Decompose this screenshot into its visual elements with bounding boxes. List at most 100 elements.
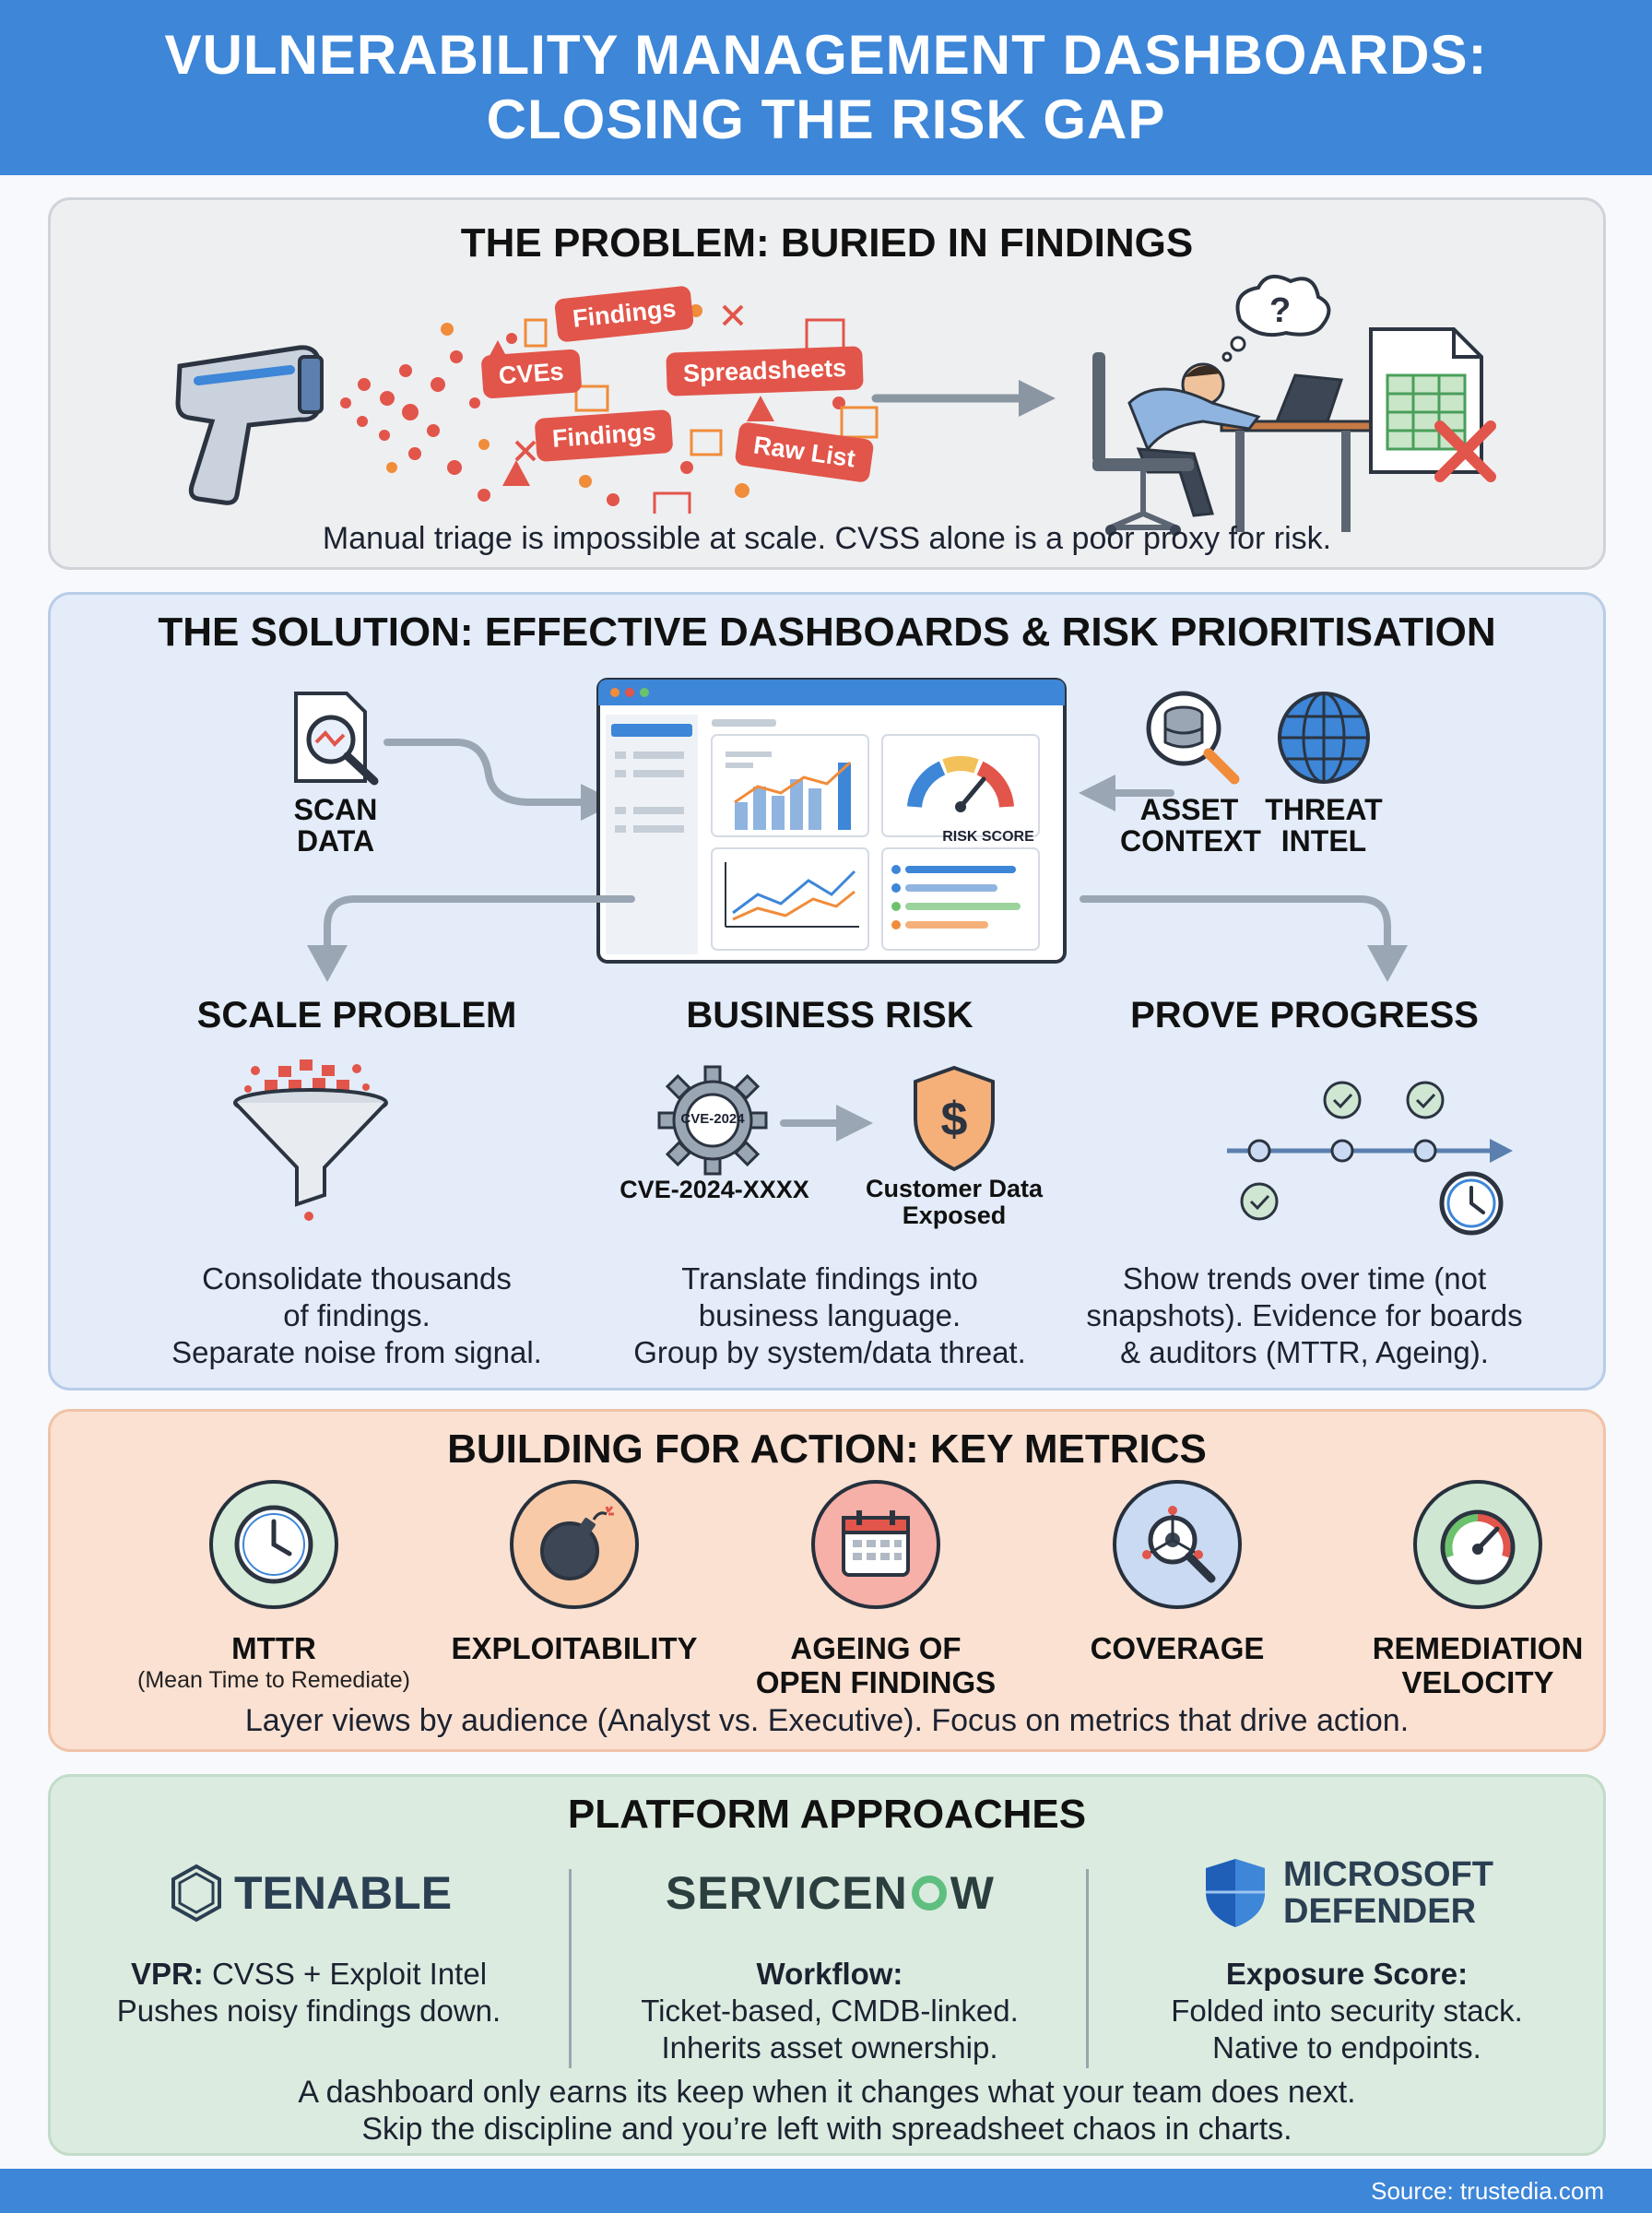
prove-progress-line3: & auditors (MTTR, Ageing). bbox=[1120, 1335, 1489, 1369]
prove-progress-text: Show trends over time (not snapshots). E… bbox=[1046, 1260, 1563, 1371]
scale-problem-title: SCALE PROBLEM bbox=[196, 995, 517, 1035]
defender-wordmark-line1: MICROSOFT bbox=[1283, 1855, 1493, 1894]
scale-problem-line3: Separate noise from signal. bbox=[171, 1335, 542, 1369]
metric-remediation-velocity: REMEDIATION VELOCITY bbox=[1321, 1480, 1634, 1699]
metric-ageing-line2: OPEN FINDINGS bbox=[755, 1665, 997, 1699]
calendar-icon bbox=[811, 1480, 940, 1609]
bomb-icon bbox=[510, 1480, 639, 1609]
asset-context-line1: ASSET bbox=[1139, 793, 1239, 826]
platforms-closing: A dashboard only earns its keep when it … bbox=[51, 2074, 1603, 2148]
customer-data-line1: Customer Data bbox=[865, 1175, 1044, 1202]
closing-line1: A dashboard only earns its keep when it … bbox=[298, 2075, 1356, 2110]
risk-score-label: RISK SCORE bbox=[942, 829, 1034, 845]
metrics-row: MTTR (Mean Time to Remediate) EXPLOITABI… bbox=[51, 1480, 1603, 1699]
problem-caption: Manual triage is impossible at scale. CV… bbox=[322, 521, 1332, 556]
scan-data-line1: SCAN bbox=[293, 793, 378, 826]
servicenow-label: Workflow: bbox=[756, 1957, 903, 1991]
tag-cves: CVEs bbox=[480, 349, 583, 399]
scan-data-label: SCAN DATA bbox=[266, 794, 405, 857]
globe-icon bbox=[1278, 692, 1370, 784]
defender-logo: MICROSOFT DEFENDER bbox=[1089, 1856, 1605, 1930]
threat-intel-label: THREAT INTEL bbox=[1255, 794, 1393, 857]
threat-intel-line2: INTEL bbox=[1280, 824, 1367, 858]
asset-context-line2: CONTEXT bbox=[1120, 824, 1261, 858]
branch-arrow-right-icon bbox=[1080, 895, 1408, 982]
metrics-panel: BUILDING FOR ACTION: KEY METRICS MTTR (M… bbox=[48, 1409, 1606, 1752]
scale-problem-line1: Consolidate thousands bbox=[202, 1261, 512, 1296]
spreadsheet-error-icon bbox=[1369, 327, 1496, 482]
servicenow-wordmark-end: W bbox=[950, 1867, 994, 1919]
defender-wordmark: MICROSOFT DEFENDER bbox=[1283, 1856, 1493, 1930]
metric-exploitability-name: EXPLOITABILITY bbox=[451, 1631, 698, 1665]
header-banner: VULNERABILITY MANAGEMENT DASHBOARDS: CLO… bbox=[0, 0, 1652, 175]
metric-coverage: COVERAGE bbox=[1021, 1480, 1334, 1665]
metric-ageing: AGEING OF OPEN FINDINGS bbox=[719, 1480, 1032, 1699]
servicenow-desc: Workflow: Ticket-based, CMDB-linked. Inh… bbox=[572, 1956, 1088, 2066]
dashboard-mockup bbox=[596, 678, 1067, 964]
overwhelmed-analyst-icon: ? bbox=[1092, 274, 1387, 536]
tenable-hex-icon bbox=[171, 1864, 221, 1923]
gear-icon bbox=[657, 1065, 768, 1176]
tenable-line1-text: CVSS + Exploit Intel bbox=[203, 1957, 488, 1991]
scale-problem-text: Consolidate thousands of findings. Separ… bbox=[99, 1260, 615, 1371]
platforms-title: PLATFORM APPROACHES bbox=[567, 1792, 1087, 1837]
arrow-right-icon bbox=[871, 380, 1056, 417]
metrics-title: BUILDING FOR ACTION: KEY METRICS bbox=[447, 1426, 1207, 1472]
platforms-panel: PLATFORM APPROACHES TENABLE VPR: CVSS + … bbox=[48, 1774, 1606, 2156]
metric-ageing-line1: AGEING OF bbox=[790, 1631, 962, 1665]
metric-mttr: MTTR (Mean Time to Remediate) bbox=[117, 1480, 431, 1694]
scan-document-icon bbox=[294, 692, 379, 786]
risk-arrow-icon bbox=[780, 1105, 873, 1142]
defender-line1: Folded into security stack. bbox=[1171, 1994, 1523, 2028]
business-risk-line3: Group by system/data threat. bbox=[633, 1335, 1026, 1369]
scale-problem-line2: of findings. bbox=[283, 1298, 431, 1332]
tenable-line2: Pushes noisy findings down. bbox=[116, 1994, 502, 2028]
servicenow-logo: SERVICEN W bbox=[572, 1856, 1088, 1930]
footer-bar: Source: trustedia.com bbox=[0, 2169, 1652, 2213]
tenable-desc: VPR: CVSS + Exploit Intel Pushes noisy f… bbox=[51, 1956, 567, 2030]
speedometer-icon bbox=[1413, 1480, 1542, 1609]
tenable-line1: VPR: CVSS + Exploit Intel bbox=[51, 1956, 567, 1993]
page-title-line2: CLOSING THE RISK GAP bbox=[486, 89, 1166, 150]
coverage-network-icon bbox=[1113, 1480, 1242, 1609]
database-search-icon bbox=[1146, 691, 1240, 785]
page-title-line1: VULNERABILITY MANAGEMENT DASHBOARDS: bbox=[164, 24, 1488, 86]
tenable-label: VPR: bbox=[130, 1957, 204, 1991]
platform-divider-1 bbox=[569, 1869, 572, 2068]
servicenow-o-icon bbox=[911, 1876, 947, 1911]
platform-divider-2 bbox=[1086, 1869, 1089, 2068]
svg-text:?: ? bbox=[1269, 291, 1291, 330]
svg-text:$: $ bbox=[941, 1093, 968, 1146]
defender-shield-icon bbox=[1206, 1859, 1265, 1927]
customer-data-label: Customer Data Exposed bbox=[853, 1176, 1056, 1229]
business-risk-line2: business language. bbox=[698, 1298, 962, 1332]
metric-mttr-sub: (Mean Time to Remediate) bbox=[137, 1667, 410, 1693]
gear-label: CVE-2024 bbox=[680, 1111, 745, 1127]
cve-label: CVE-2024-XXXX bbox=[620, 1176, 809, 1203]
tenable-logo: TENABLE bbox=[51, 1856, 567, 1930]
funnel-icon bbox=[233, 1059, 388, 1221]
metric-velocity-name: REMEDIATION VELOCITY bbox=[1321, 1631, 1634, 1699]
scanner-icon bbox=[175, 345, 324, 505]
arrow-left-icon bbox=[1079, 775, 1174, 811]
threat-intel-line1: THREAT bbox=[1265, 793, 1383, 826]
metric-velocity-line1: REMEDIATION bbox=[1372, 1631, 1584, 1665]
solution-panel: THE SOLUTION: EFFECTIVE DASHBOARDS & RIS… bbox=[48, 592, 1606, 1391]
business-risk-line1: Translate findings into bbox=[681, 1261, 978, 1296]
defender-line2: Native to endpoints. bbox=[1212, 2030, 1481, 2065]
metric-mttr-name: MTTR bbox=[231, 1631, 316, 1665]
defender-wordmark-line2: DEFENDER bbox=[1283, 1892, 1477, 1931]
metric-velocity-line2: VELOCITY bbox=[1401, 1665, 1554, 1699]
defender-desc: Exposure Score: Folded into security sta… bbox=[1089, 1956, 1605, 2066]
tag-spreadsheets: Spreadsheets bbox=[666, 346, 864, 396]
business-risk-text: Translate findings into business languag… bbox=[572, 1260, 1088, 1371]
prove-progress-title: PROVE PROGRESS bbox=[1130, 995, 1479, 1035]
clock-icon bbox=[209, 1480, 338, 1609]
metric-exploitability: EXPLOITABILITY bbox=[418, 1480, 731, 1665]
scan-arrow-icon bbox=[384, 739, 618, 821]
solution-title: THE SOLUTION: EFFECTIVE DASHBOARDS & RIS… bbox=[158, 609, 1496, 655]
problem-title: THE PROBLEM: BURIED IN FINDINGS bbox=[460, 220, 1194, 266]
shield-dollar-icon: $ bbox=[914, 1065, 995, 1172]
servicenow-line2: Inherits asset ownership. bbox=[661, 2030, 998, 2065]
findings-cloud-icon bbox=[340, 304, 879, 514]
